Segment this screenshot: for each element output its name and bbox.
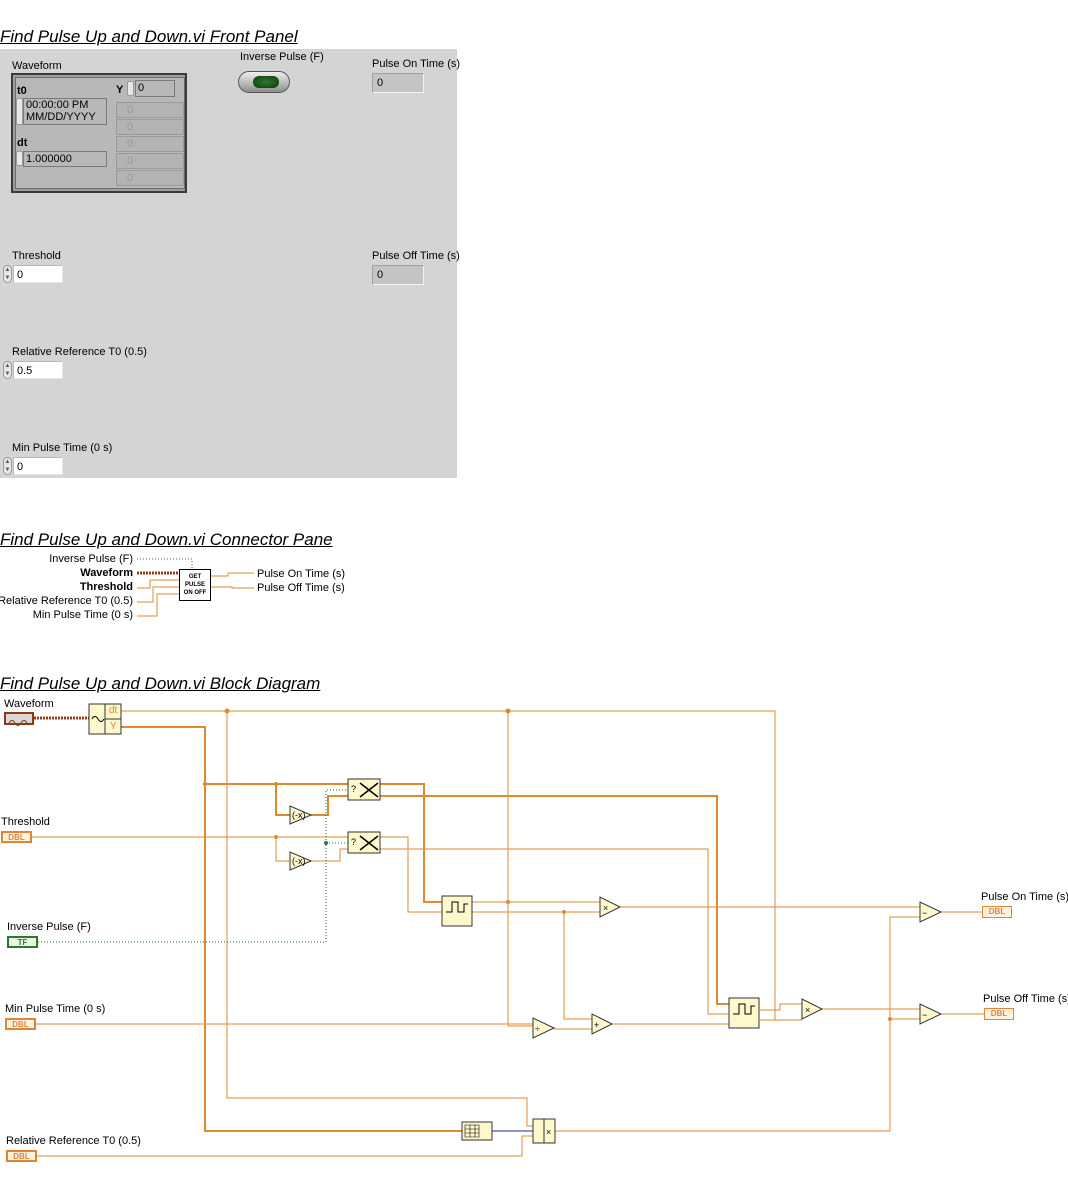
- pulse-on-time-label: Pulse On Time (s): [372, 58, 461, 70]
- min-pulse-time-terminal[interactable]: DBL: [5, 1018, 36, 1030]
- min-pulse-time-input[interactable]: 0: [13, 457, 63, 475]
- inverse-pulse-label: Inverse Pulse (F): [240, 51, 324, 63]
- cp-input-min-pulse-time: Min Pulse Time (0 s): [32, 609, 133, 621]
- waveform-icon: [8, 720, 28, 726]
- vi-icon-text: PULSE: [184, 582, 205, 588]
- min-pulse-time-incdec[interactable]: ▲▼: [3, 457, 12, 475]
- svg-text:×: ×: [603, 903, 608, 913]
- pulse-off-time-label: Pulse Off Time (s): [372, 250, 460, 262]
- compound-multiply-node: ×: [532, 1118, 556, 1144]
- cp-output-pulse-off-time: Pulse Off Time (s): [257, 582, 345, 594]
- svg-text:?: ?: [351, 837, 356, 847]
- svg-text:(-x): (-x): [292, 810, 306, 820]
- min-pulse-time-label: Min Pulse Time (0 s): [12, 442, 113, 454]
- y-element[interactable]: 0: [116, 136, 184, 152]
- t0-field[interactable]: 00:00:00 PM MM/DD/YYYY: [23, 98, 107, 125]
- svg-text:−: −: [922, 1010, 927, 1020]
- bd-inverse-pulse-label: Inverse Pulse (F): [7, 921, 91, 933]
- bd-pulse-off-time-label: Pulse Off Time (s): [983, 993, 1068, 1005]
- dt-field[interactable]: 1.000000: [23, 151, 107, 167]
- bd-pulse-on-time-label: Pulse On Time (s): [981, 891, 1068, 903]
- threshold-terminal[interactable]: DBL: [1, 831, 32, 843]
- relative-reference-incdec[interactable]: ▲▼: [3, 361, 12, 379]
- waveform-unbundle-node: [88, 703, 122, 735]
- inverse-pulse-terminal[interactable]: TF: [7, 936, 38, 948]
- array-subvi-icon: [461, 1121, 493, 1141]
- waveform-terminal[interactable]: [4, 712, 34, 726]
- svg-text:÷: ÷: [535, 1024, 540, 1034]
- cp-output-pulse-on-time: Pulse On Time (s): [257, 568, 346, 580]
- bd-min-pulse-time-label: Min Pulse Time (0 s): [5, 1003, 106, 1015]
- waveform-control[interactable]: t0 00:00:00 PM MM/DD/YYYY dt 1.000000 Y …: [11, 73, 187, 193]
- y-element[interactable]: 0: [116, 153, 184, 169]
- relative-reference-label: Relative Reference T0 (0.5): [12, 346, 147, 358]
- cp-input-relative-reference: Relative Reference T0 (0.5): [0, 595, 133, 607]
- vi-icon-text: ON OFF: [183, 590, 207, 596]
- inverse-pulse-button[interactable]: [238, 71, 290, 93]
- select-node: ?: [347, 831, 381, 854]
- cp-input-threshold: Threshold: [79, 581, 133, 593]
- search-subvi-icon: [728, 997, 760, 1029]
- front-panel-title: Find Pulse Up and Down.vi Front Panel: [0, 27, 298, 46]
- svg-text:×: ×: [805, 1005, 810, 1015]
- bd-waveform-label: Waveform: [4, 698, 54, 710]
- dt-incdec[interactable]: [16, 151, 23, 166]
- unbundle-dt-label: dt: [109, 705, 118, 716]
- bd-relative-reference-label: Relative Reference T0 (0.5): [6, 1135, 141, 1147]
- t0-incdec[interactable]: [16, 98, 23, 125]
- select-node: ?: [347, 778, 381, 801]
- svg-text:×: ×: [546, 1127, 551, 1137]
- cp-input-inverse-pulse: Inverse Pulse (F): [49, 553, 133, 565]
- relative-reference-terminal[interactable]: DBL: [6, 1150, 37, 1162]
- t0-date: MM/DD/YYYY: [26, 111, 96, 123]
- threshold-incdec[interactable]: ▲▼: [3, 265, 12, 283]
- y-element[interactable]: 0: [116, 170, 184, 186]
- search-subvi-icon: [441, 895, 473, 927]
- t0-label: t0: [17, 85, 27, 97]
- waveform-label: Waveform: [12, 60, 62, 72]
- svg-text:?: ?: [351, 784, 356, 794]
- threshold-label: Threshold: [12, 250, 61, 262]
- connector-pane-title: Find Pulse Up and Down.vi Connector Pane: [0, 530, 333, 549]
- svg-text:(-x): (-x): [292, 856, 306, 866]
- y-label: Y: [116, 84, 124, 96]
- y-index-incdec[interactable]: [127, 81, 134, 96]
- unbundle-y-label: Y: [110, 721, 117, 732]
- y-index[interactable]: 0: [135, 80, 175, 97]
- pulse-off-time-indicator: 0: [372, 265, 424, 285]
- vi-icon-text: GET: [188, 574, 202, 580]
- y-element[interactable]: 0: [116, 102, 184, 118]
- relative-reference-input[interactable]: 0.5: [13, 361, 63, 379]
- cp-input-waveform: Waveform: [80, 567, 133, 579]
- block-diagram-title: Find Pulse Up and Down.vi Block Diagram: [0, 674, 321, 693]
- y-element[interactable]: 0: [116, 119, 184, 135]
- dt-label: dt: [17, 137, 28, 149]
- svg-text:−: −: [922, 908, 927, 918]
- pulse-off-time-terminal[interactable]: DBL: [984, 1008, 1014, 1020]
- vi-icon: GET PULSE ON OFF: [179, 569, 211, 601]
- svg-text:+: +: [594, 1020, 599, 1030]
- t0-time: 00:00:00 PM: [26, 99, 89, 111]
- led-icon: [253, 76, 279, 88]
- bd-threshold-label: Threshold: [1, 816, 50, 828]
- pulse-on-time-terminal[interactable]: DBL: [982, 906, 1012, 918]
- pulse-on-time-indicator: 0: [372, 73, 424, 93]
- threshold-input[interactable]: 0: [13, 265, 63, 283]
